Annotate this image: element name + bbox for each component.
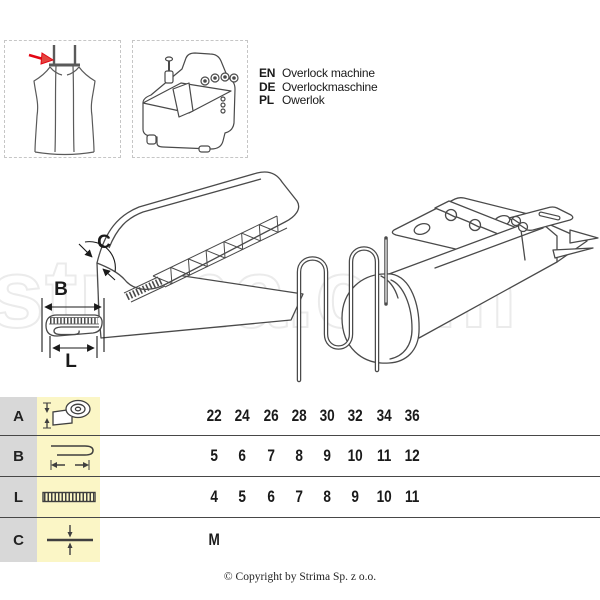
material-thickness-icon bbox=[46, 525, 93, 555]
lang-code: EN bbox=[259, 66, 276, 80]
stack-zigzag-band bbox=[152, 215, 288, 288]
dress-underarm-left bbox=[49, 66, 63, 76]
machine-thumbnail-box bbox=[132, 40, 248, 158]
lang-label: Owerlok bbox=[282, 93, 325, 107]
binder-mouth bbox=[341, 273, 420, 364]
garment-thumbnail-box bbox=[4, 40, 121, 158]
lang-row-pl: PL Owerlok bbox=[259, 93, 378, 108]
cell-value: 22 bbox=[206, 406, 222, 425]
row-icon-cell bbox=[37, 436, 100, 476]
cell-value: 26 bbox=[263, 406, 279, 425]
row-values: 22 24 26 28 30 32 34 36 bbox=[100, 397, 600, 435]
lang-code: PL bbox=[259, 93, 274, 107]
cell-value: 7 bbox=[266, 446, 275, 465]
cell-value: 36 bbox=[404, 406, 420, 425]
row-icon-cell bbox=[37, 518, 100, 562]
spec-table: A 22 24 26 28 bbox=[0, 397, 600, 562]
dress-illustration bbox=[28, 45, 96, 156]
table-row: L 4 5 6 7 8 9 10 11 bbox=[0, 477, 600, 518]
dimension-label-c: C bbox=[97, 232, 111, 253]
plate-hole-left bbox=[413, 222, 431, 236]
cell-value: 8 bbox=[295, 446, 303, 465]
lang-row-en: EN Overlock machine bbox=[259, 66, 378, 81]
folded-tape-stack bbox=[96, 171, 300, 290]
machine-foot-left bbox=[146, 134, 157, 145]
cell-value: 11 bbox=[405, 487, 420, 506]
folded-tape-width-icon bbox=[50, 445, 94, 470]
finished-binding-icon bbox=[41, 491, 96, 503]
cell-value: 28 bbox=[291, 406, 307, 425]
dimension-lines bbox=[41, 241, 116, 358]
cell-value: 12 bbox=[404, 446, 420, 465]
cell-value: 6 bbox=[266, 487, 275, 506]
bracket-slot bbox=[539, 212, 560, 220]
row-key: L bbox=[0, 477, 37, 517]
binder-attachment-diagram bbox=[296, 197, 599, 383]
machine-thread-pole bbox=[164, 56, 174, 62]
overlock-machine-illustration bbox=[142, 52, 239, 153]
dress-hem bbox=[34, 151, 95, 156]
table-row: A 22 24 26 28 bbox=[0, 397, 600, 436]
binder-blade-tips bbox=[552, 229, 599, 259]
tape-roll-width-icon bbox=[42, 399, 91, 429]
lang-row-de: DE Overlockmaschine bbox=[259, 79, 378, 95]
red-arrow-icon bbox=[28, 52, 55, 65]
row-key: C bbox=[0, 518, 37, 562]
machine-knobs bbox=[200, 72, 239, 86]
stack-fold-ridge bbox=[108, 178, 262, 249]
table-row: C M bbox=[0, 518, 600, 562]
stack-hatch-band bbox=[125, 277, 163, 301]
cell-value: 5 bbox=[210, 446, 218, 465]
cell-value: 11 bbox=[376, 446, 392, 465]
lang-code: DE bbox=[259, 79, 276, 94]
dress-side-left bbox=[33, 66, 51, 153]
angle-arc-c bbox=[84, 241, 116, 273]
table-row: B 5 6 7 8 9 10 11 12 bbox=[0, 436, 600, 477]
dress-seam-left bbox=[54, 65, 57, 153]
plate-screws bbox=[444, 208, 482, 232]
cell-value: 6 bbox=[238, 446, 247, 465]
mouth-inner-curve bbox=[380, 275, 413, 360]
machine-bed bbox=[142, 82, 232, 114]
row-icon-cell bbox=[37, 397, 100, 435]
cell-value: 32 bbox=[348, 406, 364, 425]
bracket-screws bbox=[510, 215, 529, 233]
cell-value: 10 bbox=[376, 487, 392, 506]
machine-foot-right bbox=[198, 145, 211, 153]
dimension-label-l: L bbox=[65, 351, 77, 372]
dress-underarm-right bbox=[66, 66, 80, 76]
cell-value: 7 bbox=[295, 487, 303, 506]
coil-inner-fold bbox=[53, 326, 99, 336]
lang-label: Overlock machine bbox=[282, 66, 375, 80]
binding-tape-diagram: B L C bbox=[41, 171, 304, 372]
language-block: EN Overlock machine DE Overlockmaschine … bbox=[259, 66, 378, 108]
cell-value: 30 bbox=[319, 406, 335, 425]
row-icon-cell bbox=[37, 477, 100, 517]
row-values: 4 5 6 7 8 9 10 11 bbox=[100, 477, 600, 517]
cell-value: 9 bbox=[323, 446, 332, 465]
copyright-footer: © Copyright by Strima Sp. z o.o. bbox=[223, 571, 377, 583]
machine-spool bbox=[164, 70, 174, 84]
cell-value: 8 bbox=[323, 487, 332, 506]
row-values: M bbox=[100, 518, 600, 562]
cell-value: M bbox=[208, 530, 220, 549]
row-key: A bbox=[0, 397, 37, 435]
cell-value: 5 bbox=[238, 487, 247, 506]
cell-value: 9 bbox=[351, 487, 360, 506]
cell-value: 10 bbox=[348, 446, 364, 465]
machine-needle-cover bbox=[172, 82, 194, 118]
dress-seam-right bbox=[72, 65, 75, 153]
cell-value: 34 bbox=[376, 406, 392, 425]
dress-side-right bbox=[78, 66, 96, 153]
row-key: B bbox=[0, 436, 37, 476]
cell-value: 24 bbox=[234, 406, 251, 425]
dimension-label-b: B bbox=[54, 279, 68, 300]
lang-label: Overlockmaschine bbox=[282, 79, 378, 94]
row-values: 5 6 7 8 9 10 11 12 bbox=[100, 436, 600, 476]
cell-value: 4 bbox=[210, 487, 218, 506]
